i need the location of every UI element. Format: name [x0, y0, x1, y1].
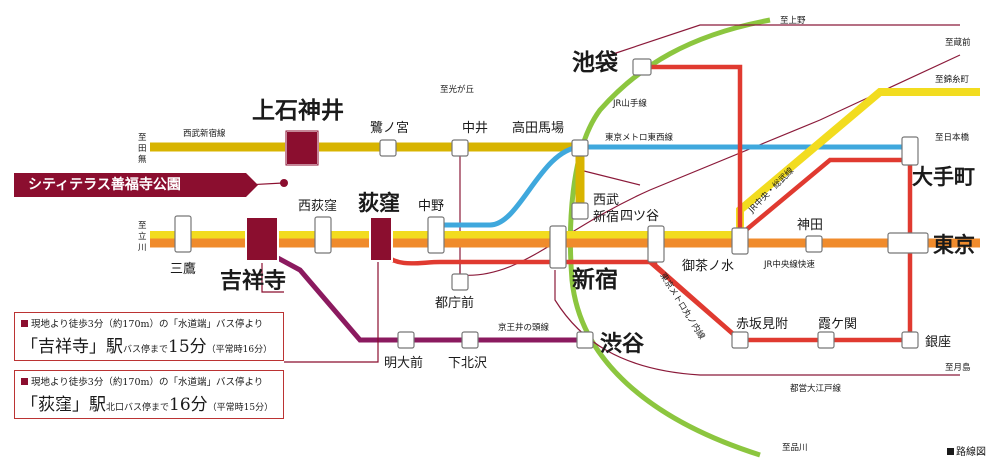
station-ikebukuro: 池袋 — [572, 49, 619, 76]
access-station-name: 「吉祥寺」駅 — [21, 337, 123, 357]
station-seibu-shinjuku-1: 西武 — [593, 193, 619, 208]
oedo-line-lower — [554, 270, 960, 376]
dir-kinshicho: 至錦糸町 — [935, 74, 970, 85]
access-info-kichijoji: 現地より徒歩3分（約170m）の「水道端」バス停より 「吉祥寺」駅バス停まで15… — [14, 312, 284, 361]
dir-tachikawa-2: 立 — [138, 231, 147, 242]
station-akasakamitsuke: 赤坂見附 — [736, 317, 788, 332]
connector-thin — [609, 24, 960, 56]
bullet-square-icon — [21, 378, 28, 385]
access-bus-stop: 北口バス停まで — [106, 403, 170, 413]
access-minutes: 15分 — [168, 337, 207, 357]
site-marker — [280, 179, 288, 187]
station-markers — [174, 58, 929, 349]
station-kichijoji: 吉祥寺 — [220, 268, 286, 294]
station-kanda: 神田 — [797, 218, 823, 233]
station-ginza: 銀座 — [925, 335, 951, 350]
access-normal: （平常時16分） — [206, 345, 273, 355]
label-tozai: 東京メトロ東西線 — [605, 132, 674, 143]
access-minutes: 16分 — [169, 395, 208, 415]
station-mitaka: 三鷹 — [170, 262, 196, 277]
station-yotsuya: 四ツ谷 — [620, 209, 659, 224]
dir-ueno: 至上野 — [780, 16, 806, 26]
station-nakai: 中井 — [462, 121, 488, 136]
access-line1: 現地より徒歩3分（約170m）の「水道端」バス停より — [31, 377, 264, 388]
station-shimokitazawa: 下北沢 — [448, 356, 487, 371]
dir-tsukishima: 至月島 — [945, 362, 971, 373]
dir-tanashi-3: 無 — [138, 154, 147, 165]
station-nishiogikubo: 西荻窪 — [298, 198, 337, 214]
dir-tanashi-1: 至 — [138, 133, 147, 143]
dir-tachikawa-1: 至 — [138, 221, 147, 231]
label-jr-yamanote: JR山手線 — [612, 98, 647, 109]
label-seibu-shinjuku-line: 西武新宿線 — [183, 128, 226, 139]
label-chuo-rapid: JR中央線快速 — [763, 259, 815, 270]
station-shinjuku: 新宿 — [572, 266, 618, 293]
dir-tachikawa-3: 川 — [138, 243, 147, 253]
access-info-ogikubo: 現地より徒歩3分（約170m）の「水道端」バス停より 「荻窪」駅北口バス停まで1… — [14, 370, 284, 419]
dir-shinagawa: 至品川 — [782, 443, 808, 453]
access-bus-stop: バス停まで — [123, 345, 169, 355]
station-takadanobaba: 高田馬場 — [512, 120, 564, 136]
dir-kuramae: 至蔵前 — [945, 37, 971, 48]
label-oedo: 都営大江戸線 — [790, 383, 842, 394]
legend: 路線図 — [947, 443, 986, 458]
dir-hikarigaoka: 至光が丘 — [440, 84, 475, 95]
station-shibuya: 渋谷 — [600, 331, 645, 357]
station-ochanomizu: 御茶ノ水 — [682, 258, 734, 274]
legend-label: 路線図 — [956, 447, 986, 458]
station-kamishakujii: 上石神井 — [252, 97, 344, 124]
station-meidaimae: 明大前 — [384, 355, 423, 371]
legend-square-icon — [947, 448, 954, 455]
label-inokashira: 京王井の頭線 — [498, 322, 550, 333]
station-ogikubo: 荻窪 — [358, 190, 400, 215]
access-line1: 現地より徒歩3分（約170m）の「水道端」バス停より — [31, 319, 264, 330]
station-seibu-shinjuku-2: 新宿 — [593, 209, 619, 225]
station-tokyo: 東京 — [933, 232, 975, 257]
bullet-square-icon — [21, 320, 28, 327]
access-normal: （平常時15分） — [207, 403, 274, 413]
station-saginomiya: 鷺ノ宮 — [370, 120, 409, 136]
station-otemachi: 大手町 — [912, 164, 975, 189]
dir-tanashi-2: 田 — [138, 144, 147, 154]
dir-nihombashi: 至日本橋 — [935, 132, 970, 143]
access-station-name: 「荻窪」駅 — [21, 395, 106, 415]
station-kasumigaseki: 霞ケ関 — [818, 317, 857, 332]
station-tochomae: 都庁前 — [435, 295, 474, 311]
property-banner: シティテラス善福寺公園 — [14, 173, 258, 197]
station-nakano: 中野 — [418, 199, 444, 214]
